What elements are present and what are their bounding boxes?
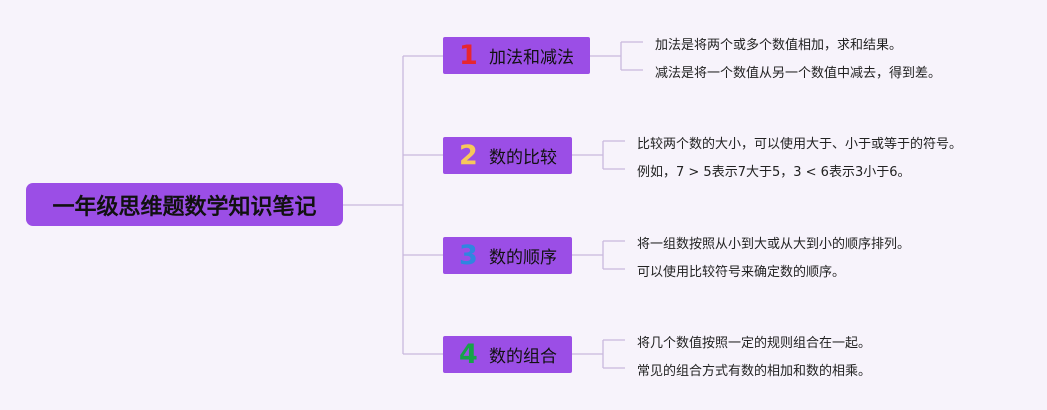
branch-3-leaf-2: 可以使用比较符号来确定数的顺序。 — [637, 265, 846, 280]
branch-1-number: 1 — [459, 40, 478, 71]
root-node[interactable]: 一年级思维题数学知识笔记 — [26, 183, 343, 226]
branch-2-leaf-1: 比较两个数的大小，可以使用大于、小于或等于的符号。 — [637, 137, 963, 152]
branch-4-leaf-2: 常见的组合方式有数的相加和数的相乘。 — [637, 364, 872, 379]
branch-4-title: 数的组合 — [489, 347, 557, 367]
branch-node-4[interactable]: 4 数的组合 — [443, 336, 572, 373]
root-title: 一年级思维题数学知识笔记 — [52, 194, 317, 220]
leaf-bracket-1 — [590, 41, 643, 71]
branch-3-leaf-1: 将一组数按照从小到大或从大到小的顺序排列。 — [637, 237, 911, 252]
branch-2-title: 数的比较 — [489, 148, 557, 168]
branch-3-title: 数的顺序 — [489, 248, 557, 268]
leaf-bracket-3 — [572, 240, 625, 270]
branch-2-number: 2 — [459, 140, 478, 171]
branch-node-2[interactable]: 2 数的比较 — [443, 137, 572, 174]
branch-1-leaf-1: 加法是将两个或多个数值相加，求和结果。 — [655, 38, 903, 53]
branch-4-number: 4 — [459, 339, 478, 370]
branch-1-leaf-2: 减法是将一个数值从另一个数值中减去，得到差。 — [655, 66, 942, 81]
branch-node-3[interactable]: 3 数的顺序 — [443, 237, 572, 274]
branch-1-title: 加法和减法 — [489, 48, 574, 68]
leaf-bracket-2 — [572, 140, 625, 170]
leaf-bracket-4 — [572, 339, 625, 369]
branch-3-number: 3 — [459, 240, 478, 271]
branch-4-leaf-1: 将几个数值按照一定的规则组合在一起。 — [637, 336, 872, 351]
branch-node-1[interactable]: 1 加法和减法 — [443, 37, 590, 74]
branch-2-leaf-2: 例如，7 > 5表示7大于5，3 < 6表示3小于6。 — [637, 165, 911, 180]
